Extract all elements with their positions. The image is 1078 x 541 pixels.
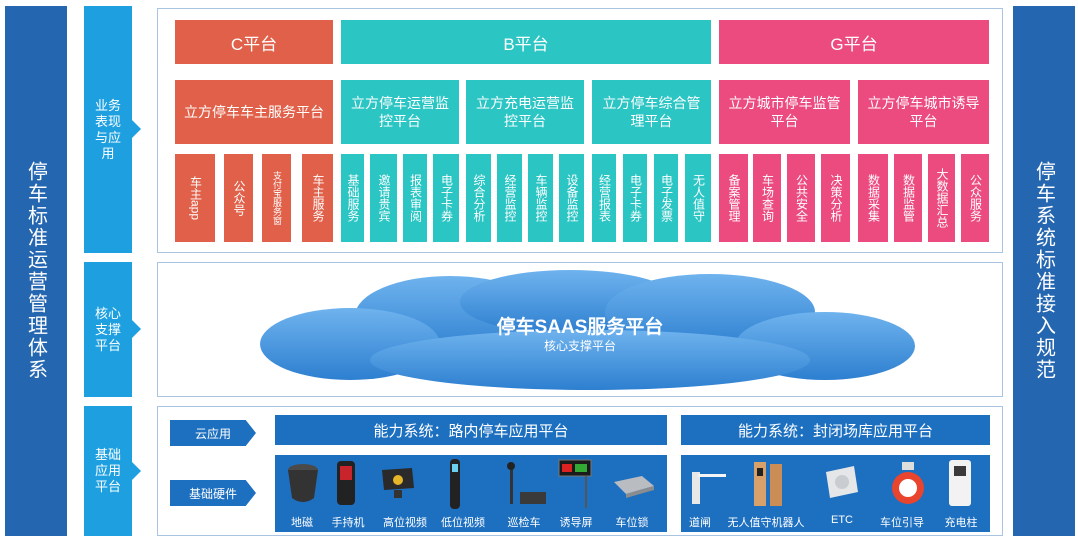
subplatform-integrated-mgmt: 立方停车综合管理平台 bbox=[592, 80, 711, 144]
feature-tile: 基础服务 bbox=[341, 154, 364, 242]
feature-tile: 综合分析 bbox=[466, 154, 491, 242]
lot-capability-bar: 能力系统：封闭场库应用平台 bbox=[681, 415, 990, 445]
device-label: 低位视频 bbox=[441, 517, 485, 529]
feature-tile: 数据监管 bbox=[894, 154, 922, 242]
feature-tile: 数据采集 bbox=[858, 154, 888, 242]
magnetic-sensor-icon bbox=[288, 464, 318, 502]
left-pillar-text: 停车标准运营管理体系 bbox=[24, 161, 47, 381]
device-label: 诱导屏 bbox=[559, 517, 593, 529]
feature-tile: 电子卡券 bbox=[433, 154, 459, 242]
feature-tile: 备案管理 bbox=[719, 154, 748, 242]
subplatform-city-guidance: 立方停车城市诱导平台 bbox=[858, 80, 989, 144]
subplatform-owner-service: 立方停车车主服务平台 bbox=[175, 80, 333, 144]
parking-lock-icon bbox=[614, 476, 654, 498]
feature-tile: 决策分析 bbox=[821, 154, 850, 242]
feature-tile: 公众服务 bbox=[961, 154, 989, 242]
hardware-label: 基础硬件 bbox=[170, 480, 256, 506]
feature-tile: 大数据汇总 bbox=[928, 154, 955, 242]
right-pillar-text: 停车系统标准接入规范 bbox=[1032, 161, 1055, 381]
feature-tile: 邀请贵宾 bbox=[370, 154, 397, 242]
feature-tile: 车主app bbox=[175, 154, 215, 242]
subplatform-charging-ops: 立方充电运营监控平台 bbox=[466, 80, 584, 144]
device-label: 车位引导 bbox=[880, 517, 924, 529]
device-label: 地磁 bbox=[291, 517, 313, 529]
low-video-icon bbox=[450, 459, 460, 509]
feature-tile: 无人值守 bbox=[685, 154, 711, 242]
feature-tile: 设备监控 bbox=[559, 154, 584, 242]
layer-label-base: 基础应用平台 bbox=[84, 406, 132, 536]
feature-tile: 车场查询 bbox=[753, 154, 781, 242]
arrow-core bbox=[132, 320, 141, 338]
space-guidance-icon bbox=[892, 462, 924, 504]
high-video-icon bbox=[382, 468, 414, 498]
cloud-icon bbox=[260, 270, 915, 390]
feature-tile: 车主服务 bbox=[302, 154, 333, 242]
cloud-title: 停车SAAS服务平台 bbox=[496, 317, 664, 338]
b-platform: B平台 bbox=[341, 20, 711, 64]
device-label: 车位锁 bbox=[615, 517, 649, 529]
barrier-gate-icon bbox=[692, 472, 726, 504]
etc-icon bbox=[826, 466, 858, 498]
right-pillar: 停车系统标准接入规范 bbox=[1013, 6, 1075, 536]
device-label: 道闸 bbox=[689, 517, 711, 529]
device-label: 手持机 bbox=[331, 517, 365, 529]
feature-tile: 支付宝服务窗 bbox=[262, 154, 291, 242]
feature-tile: 公共安全 bbox=[787, 154, 815, 242]
patrol-car-icon bbox=[507, 462, 546, 504]
charging-pile-icon bbox=[949, 460, 971, 506]
feature-tile: 经营监控 bbox=[497, 154, 522, 242]
road-capability-bar: 能力系统：路内停车应用平台 bbox=[275, 415, 667, 445]
subplatform-city-supervision: 立方城市停车监管平台 bbox=[719, 80, 850, 144]
layer-label-business: 业务表现与应用 bbox=[84, 6, 132, 253]
feature-tile: 电子卡券 bbox=[623, 154, 647, 242]
layer-label-core: 核心支撑平台 bbox=[84, 262, 132, 397]
device-label: 巡检车 bbox=[507, 517, 541, 529]
feature-tile: 报表审阅 bbox=[403, 154, 427, 242]
left-pillar: 停车标准运营管理体系 bbox=[5, 6, 67, 536]
device-label: 充电柱 bbox=[944, 517, 978, 529]
feature-tile: 电子发票 bbox=[654, 154, 678, 242]
cloud-subtitle: 核心支撑平台 bbox=[543, 339, 616, 353]
device-label: ETC bbox=[831, 514, 853, 526]
arrow-business bbox=[132, 120, 141, 138]
handheld-icon bbox=[337, 461, 355, 505]
c-platform: C平台 bbox=[175, 20, 333, 64]
device-label: 高位视频 bbox=[383, 517, 427, 529]
feature-tile: 经营报表 bbox=[592, 154, 616, 242]
arrow-base bbox=[132, 462, 141, 480]
feature-tile: 车辆监控 bbox=[528, 154, 553, 242]
subplatform-parking-ops: 立方停车运营监控平台 bbox=[341, 80, 459, 144]
cloud-app-label: 云应用 bbox=[170, 420, 256, 446]
guidance-screen-icon bbox=[558, 459, 592, 508]
feature-tile: 公众号 bbox=[224, 154, 253, 242]
unattended-robot-icon bbox=[754, 462, 782, 506]
g-platform: G平台 bbox=[719, 20, 989, 64]
device-label: 无人值守机器人 bbox=[727, 517, 805, 529]
